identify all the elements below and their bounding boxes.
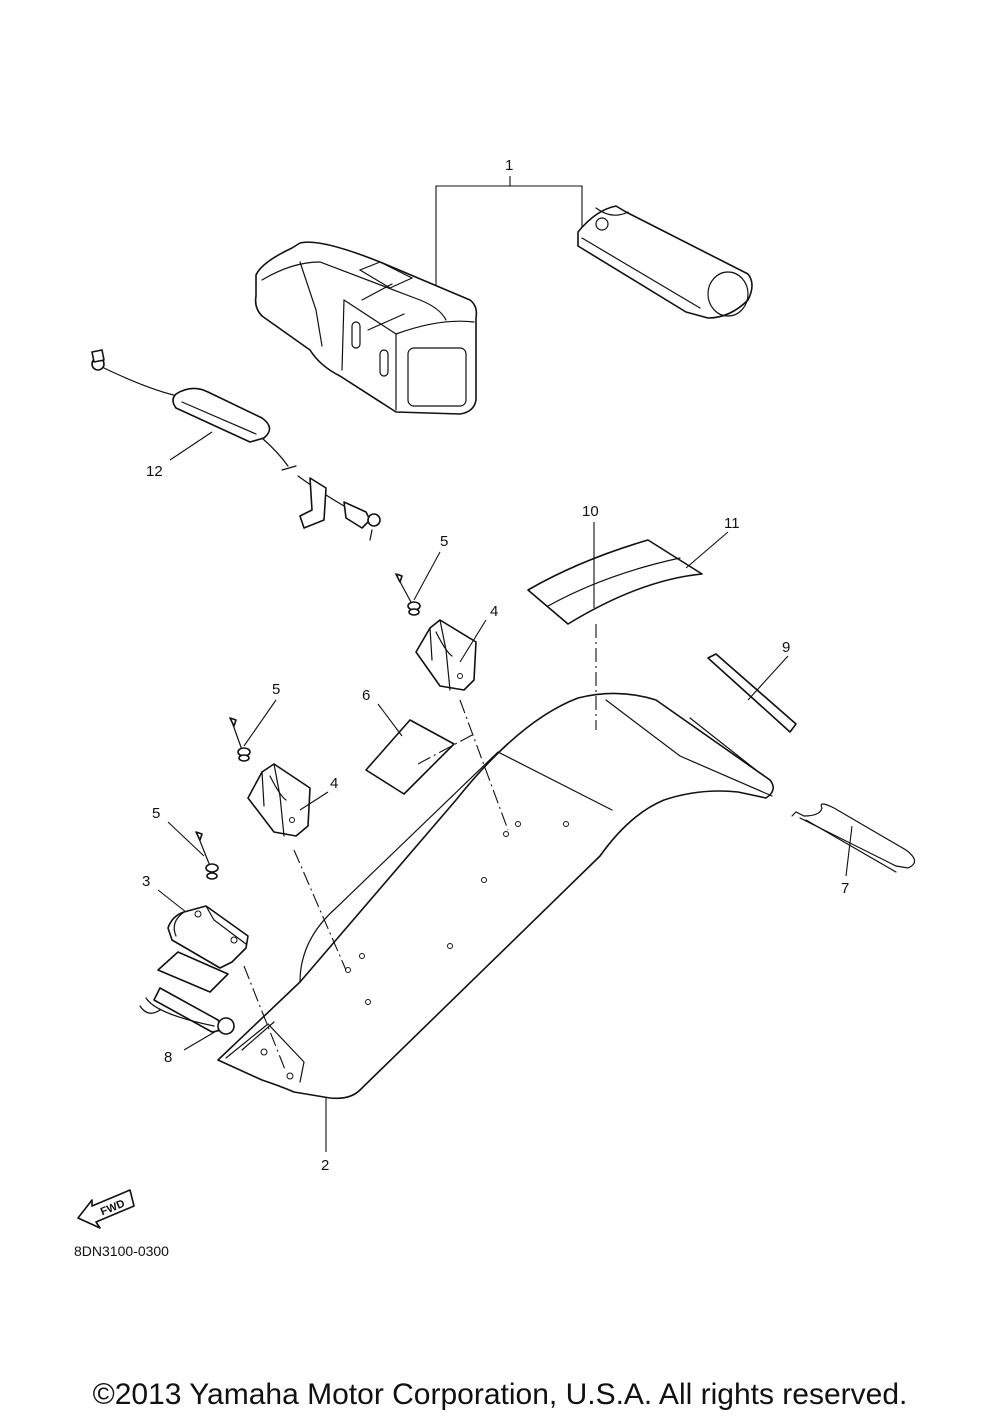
callout-4-lower: 4 [330,775,338,792]
cable-assembly [91,349,381,541]
callout-4-upper: 4 [490,603,498,620]
callout-8: 8 [164,1049,172,1066]
clip-lower [247,763,311,837]
callout-11: 11 [724,515,740,532]
copyright-notice: ©2013 Yamaha Motor Corporation, U.S.A. A… [92,1378,908,1411]
callout-2: 2 [321,1157,329,1174]
callout-5-middle: 5 [272,681,280,698]
wire-clip [791,803,916,873]
callout-3: 3 [142,873,150,890]
leader-lines [157,431,853,1152]
callout-12: 12 [146,463,163,480]
tool-bag-rolled [254,241,478,415]
alignment-lines [243,624,597,1073]
caution-label [365,719,455,795]
tool-bag-pouch [577,205,753,319]
clip-upper [415,619,477,691]
callout-5-lower: 5 [152,805,160,822]
rivet-middle [229,717,251,762]
hinge-pin [139,987,235,1035]
tool-kit-assembly [254,176,753,415]
callout-5-upper: 5 [440,533,448,550]
rivet-lower [195,831,219,880]
callout-9: 9 [782,639,790,656]
callout-numbers: 1 2 3 4 4 5 5 5 6 7 8 9 10 11 12 [142,157,849,1174]
callout-7: 7 [841,880,849,897]
rivet-upper [395,573,421,616]
fwd-arrow-icon: FWD [77,1189,135,1229]
hinge-block [157,905,249,993]
decal-strips [527,539,703,625]
callout-10: 10 [582,503,599,520]
callout-1: 1 [505,157,513,174]
cover-plate [217,692,774,1100]
diagram-code: 8DN3100-0300 [74,1243,169,1259]
callout-6: 6 [362,687,370,704]
seal-strip [707,653,797,733]
